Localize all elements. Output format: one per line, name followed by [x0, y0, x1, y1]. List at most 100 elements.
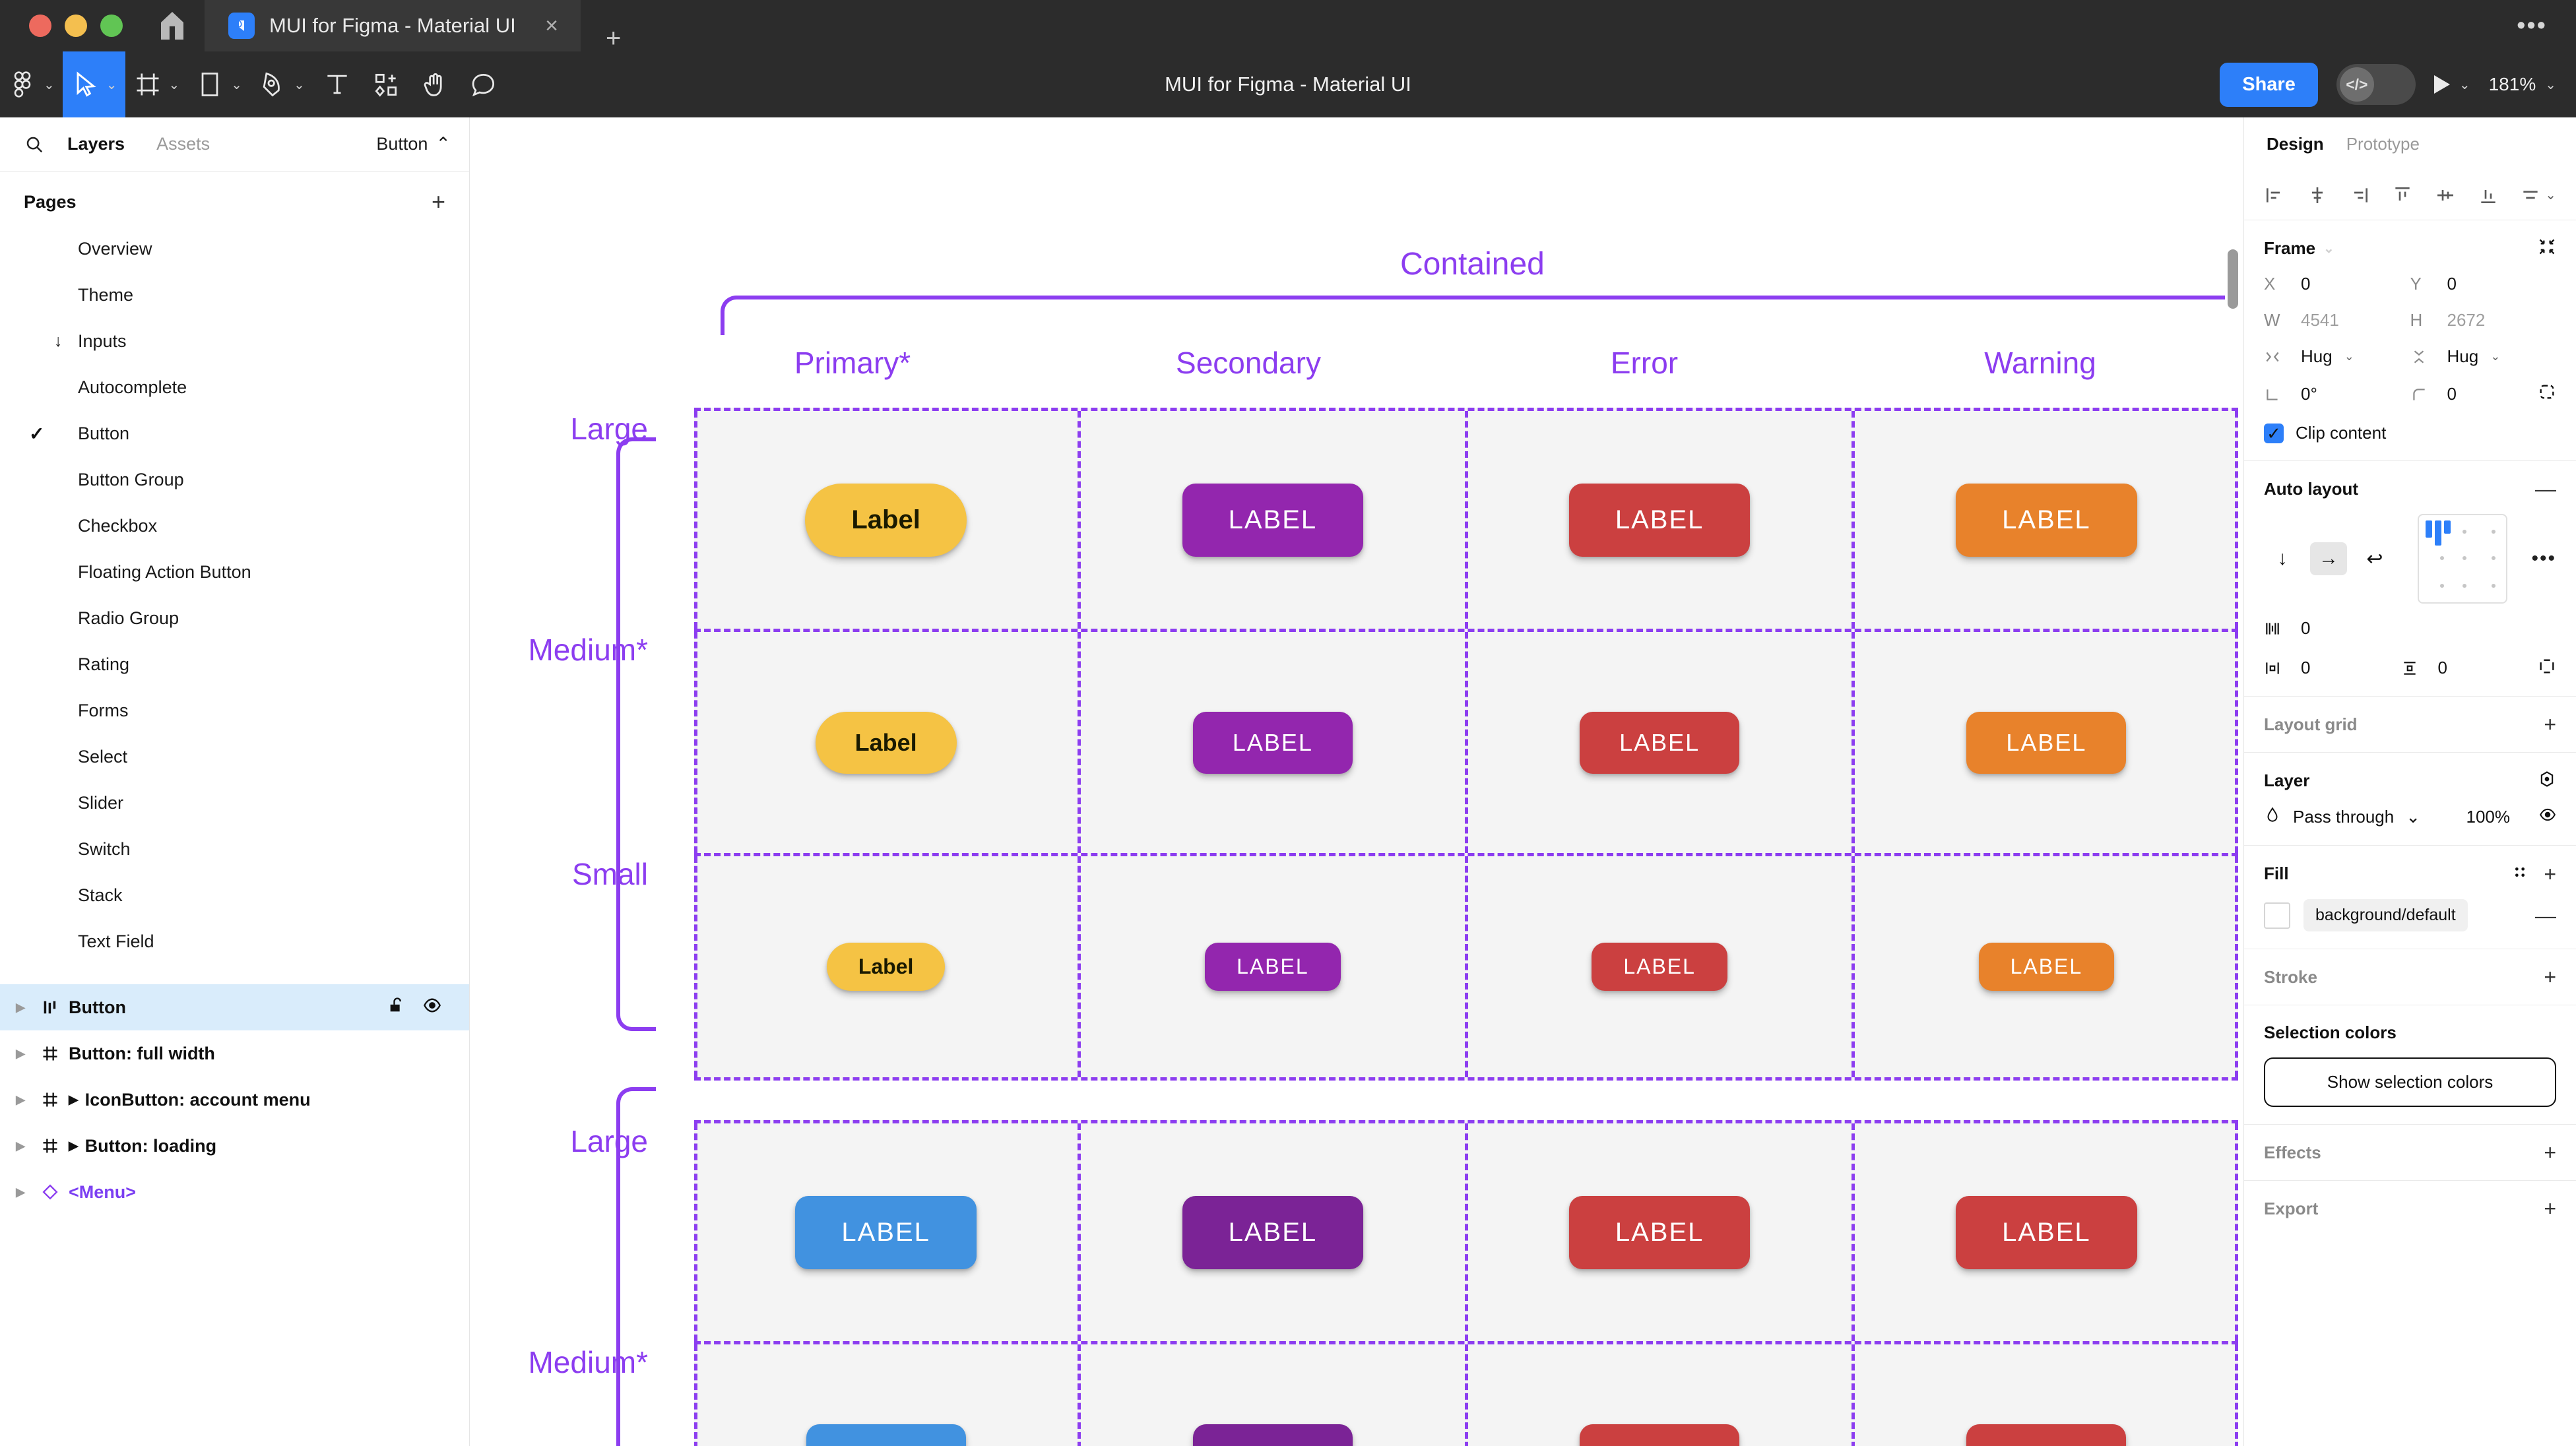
comment-icon[interactable]	[459, 51, 508, 117]
button-secondary-large[interactable]: LABEL	[1182, 483, 1364, 557]
button-warning-medium[interactable]: LABEL	[1966, 711, 2127, 774]
add-layout-grid-button[interactable]: +	[2544, 712, 2556, 736]
button-primary-large-2[interactable]: LABEL	[795, 1195, 977, 1269]
collapse-triangle-icon[interactable]: ▶	[69, 1139, 79, 1153]
sidebar-item-floating-action-button[interactable]: Floating Action Button	[0, 549, 469, 595]
horizontal-resize-select[interactable]: Hug ⌄	[2264, 346, 2410, 367]
button-error-small[interactable]: LABEL	[1592, 943, 1727, 991]
layer-row-iconbutton-account-menu[interactable]: ▶ ▶ IconButton: account menu	[0, 1077, 469, 1123]
layer-row-button[interactable]: ▶ Button	[0, 984, 469, 1030]
y-position-field[interactable]: Y 0	[2410, 274, 2557, 294]
button-secondary-large-2[interactable]: LABEL	[1182, 1195, 1364, 1269]
button-primary-medium-2[interactable]: LABEL	[806, 1424, 966, 1446]
frame-icon[interactable]: ⌄	[125, 51, 188, 117]
chevron-down-icon[interactable]: ⌄	[2323, 241, 2334, 256]
text-icon[interactable]	[313, 51, 362, 117]
add-page-button[interactable]: +	[431, 188, 445, 215]
blend-mode-value[interactable]: Pass through	[2293, 807, 2395, 827]
fill-token-label[interactable]: background/default	[2303, 899, 2468, 931]
unlock-icon[interactable]	[387, 996, 406, 1019]
direction-vertical-button[interactable]: ↓	[2277, 548, 2288, 569]
align-left-icon[interactable]	[2264, 185, 2285, 206]
tab-prototype[interactable]: Prototype	[2346, 133, 2420, 154]
add-stroke-button[interactable]: +	[2544, 965, 2556, 989]
alignment-picker[interactable]	[2417, 514, 2507, 604]
sidebar-item-checkbox[interactable]: Checkbox	[0, 503, 469, 549]
search-icon[interactable]	[17, 135, 51, 154]
opacity-value[interactable]: 100%	[2466, 807, 2511, 827]
new-tab-button[interactable]: +	[606, 24, 622, 53]
direction-wrap-button[interactable]: ↩	[2366, 548, 2383, 570]
sidebar-item-button-group[interactable]: Button Group	[0, 456, 469, 503]
sidebar-item-radio-group[interactable]: Radio Group	[0, 595, 469, 641]
corner-radius-field[interactable]: 0	[2410, 383, 2557, 406]
clip-content-row[interactable]: ✓ Clip content	[2264, 423, 2556, 443]
eye-icon[interactable]	[2539, 806, 2556, 828]
sidebar-item-overview[interactable]: Overview	[0, 226, 469, 272]
styles-icon[interactable]	[2511, 863, 2529, 885]
figma-menu-icon[interactable]: ⌄	[0, 51, 63, 117]
tab-assets[interactable]: Assets	[156, 134, 210, 154]
zoom-control[interactable]: 181% ⌄	[2489, 74, 2556, 95]
gap-field[interactable]: 0	[2264, 618, 2310, 639]
browser-tab[interactable]: MUI for Figma - Material UI ×	[205, 0, 581, 51]
design-canvas[interactable]: Contained Primary* Secondary Error Warni…	[470, 117, 2243, 1446]
window-overflow-menu[interactable]: •••	[2517, 12, 2547, 40]
home-button[interactable]	[140, 0, 205, 51]
expand-caret-icon[interactable]: ▶	[16, 1185, 25, 1199]
add-fill-button[interactable]: +	[2544, 862, 2556, 886]
sidebar-item-autocomplete[interactable]: Autocomplete	[0, 364, 469, 410]
align-vertical-center-icon[interactable]	[2435, 185, 2456, 206]
expand-caret-icon[interactable]: ▶	[16, 1046, 25, 1060]
button-primary-small[interactable]: Label	[826, 943, 946, 991]
align-bottom-icon[interactable]	[2478, 185, 2499, 206]
layer-row-button-full-width[interactable]: ▶ Button: full width	[0, 1030, 469, 1077]
rotation-field[interactable]: 0°	[2264, 383, 2410, 406]
maximize-window-button[interactable]	[100, 15, 123, 37]
sidebar-item-rating[interactable]: Rating	[0, 641, 469, 687]
align-right-icon[interactable]	[2349, 185, 2370, 206]
share-button[interactable]: Share	[2220, 62, 2318, 107]
fill-color-swatch[interactable]	[2264, 902, 2290, 929]
shape-rectangle-icon[interactable]: ⌄	[187, 51, 250, 117]
height-field[interactable]: H 2672	[2410, 310, 2557, 330]
align-horizontal-center-icon[interactable]	[2307, 185, 2328, 206]
frame-name-label[interactable]: Contained	[1400, 247, 1545, 282]
vertical-padding-field[interactable]: 0	[2401, 658, 2447, 678]
dev-mode-toggle[interactable]: </>	[2336, 64, 2416, 105]
vertical-resize-select[interactable]: Hug ⌄	[2410, 346, 2557, 367]
horizontal-padding-field[interactable]: 0	[2264, 658, 2310, 678]
layer-row-menu[interactable]: ▶ <Menu>	[0, 1169, 469, 1215]
button-warning-large-2[interactable]: LABEL	[1956, 1195, 2137, 1269]
button-error-large-2[interactable]: LABEL	[1568, 1195, 1751, 1269]
canvas-vertical-scrollbar[interactable]	[2228, 249, 2238, 309]
x-position-field[interactable]: X 0	[2264, 274, 2410, 294]
sidebar-item-slider[interactable]: Slider	[0, 780, 469, 826]
sidebar-item-theme[interactable]: Theme	[0, 272, 469, 318]
align-top-icon[interactable]	[2392, 185, 2413, 206]
sidebar-item-select[interactable]: Select	[0, 734, 469, 780]
components-icon[interactable]	[362, 51, 410, 117]
collapse-triangle-icon[interactable]: ▶	[69, 1092, 79, 1107]
present-button[interactable]: ⌄	[2433, 75, 2470, 94]
show-selection-colors-button[interactable]: Show selection colors	[2264, 1057, 2556, 1107]
collapse-icon[interactable]	[2538, 237, 2556, 259]
add-effect-button[interactable]: +	[2544, 1141, 2556, 1164]
minimize-window-button[interactable]	[65, 15, 87, 37]
button-primary-medium[interactable]: Label	[815, 711, 957, 774]
sidebar-item-stack[interactable]: Stack	[0, 872, 469, 918]
button-warning-medium-2[interactable]: LABEL	[1966, 1424, 2127, 1446]
expand-caret-icon[interactable]: ▶	[16, 1000, 25, 1014]
direction-horizontal-button[interactable]: →	[2310, 542, 2347, 575]
individual-padding-icon[interactable]	[2538, 657, 2556, 679]
close-window-button[interactable]	[29, 15, 51, 37]
expand-caret-icon[interactable]: ▶	[16, 1139, 25, 1152]
button-secondary-medium-2[interactable]: LABEL	[1192, 1424, 1353, 1446]
button-error-large[interactable]: LABEL	[1568, 483, 1751, 557]
sidebar-item-button[interactable]: ✓ Button	[0, 410, 469, 456]
add-export-button[interactable]: +	[2544, 1197, 2556, 1220]
move-cursor-icon[interactable]: ⌄	[62, 51, 125, 117]
layer-settings-icon[interactable]	[2538, 770, 2556, 792]
sidebar-item-text-field[interactable]: Text Field	[0, 918, 469, 964]
page-selector[interactable]: Button ⌃	[376, 134, 451, 154]
